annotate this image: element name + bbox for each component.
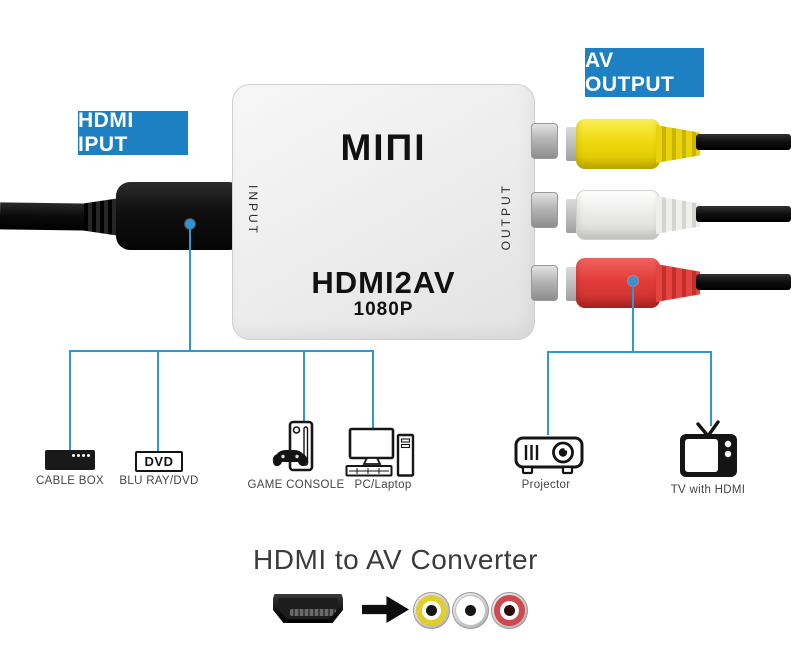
- rca-red-body: [576, 258, 660, 308]
- rca-red-cable: [696, 274, 791, 290]
- hdmi-cable-strain-relief: [84, 198, 120, 236]
- rca-port-yellow-hole: [426, 605, 437, 616]
- cable-box-icon: [45, 450, 95, 470]
- rca-jack-stub-white: [531, 192, 558, 228]
- drop-line-game-console: [303, 350, 305, 421]
- av-output-callout: AV OUTPUT: [585, 48, 704, 97]
- drop-line-blu-ray: [157, 350, 159, 451]
- rca-port-white-icon: [452, 592, 489, 629]
- projector-icon: [514, 436, 584, 475]
- device-resolution-text: 1080P: [353, 299, 414, 320]
- device-model-text: HDMI2AV: [311, 265, 456, 300]
- device-output-port-label: OUTPUT: [499, 183, 513, 251]
- rca-white-tip: [566, 199, 578, 233]
- tv-icon: [680, 420, 737, 477]
- rca-port-red-hole: [504, 605, 515, 616]
- output-marker-dot: [628, 276, 638, 286]
- dvd-player-icon: DVD: [135, 451, 183, 472]
- rca-yellow-cable: [696, 134, 791, 150]
- cable-box-leds: [72, 454, 90, 457]
- rca-red-taper: [656, 264, 700, 302]
- rca-white-body: [576, 190, 660, 240]
- device-input-port-label: INPUT: [246, 185, 260, 236]
- pc-laptop-icon: [345, 427, 415, 477]
- hdmi-input-callout: HDMI IPUT: [78, 109, 188, 156]
- rca-jack-stub-yellow: [531, 123, 558, 159]
- game-console-label: GAME CONSOLE: [247, 479, 345, 491]
- input-marker-dot: [185, 219, 195, 229]
- hdmi-connector-face: [278, 598, 338, 619]
- game-console-icon: [272, 420, 314, 472]
- right-arrow-icon: [362, 596, 409, 623]
- output-tree-horizontal-line: [547, 351, 712, 353]
- tv-label: TV with HDMI: [670, 484, 746, 496]
- device-brand-logo: MIΠI: [340, 127, 427, 168]
- hdmi-cable: [0, 202, 93, 231]
- output-tree-stem-line: [632, 284, 634, 352]
- drop-line-projector: [547, 351, 549, 435]
- converter-device: MIΠI HDMI2AV 1080P INPUT OUTPUT: [232, 84, 535, 340]
- hdmi-plug: [116, 182, 234, 250]
- input-tree-horizontal-line: [69, 350, 374, 352]
- pc-laptop-label: PC/Laptop: [354, 479, 412, 491]
- cable-box-label: CABLE BOX: [36, 475, 104, 487]
- rca-port-red-icon: [491, 592, 528, 629]
- hdmi-connector-icon: [273, 594, 343, 623]
- projector-label: Projector: [521, 479, 571, 491]
- footer-title: HDMI to AV Converter: [253, 544, 538, 575]
- dvd-icon-text: DVD: [144, 454, 174, 469]
- input-tree-stem-line: [189, 229, 191, 351]
- blu-ray-label: BLU RAY/DVD: [119, 475, 199, 487]
- hdmi-connector-pins: [290, 609, 336, 616]
- rca-yellow-taper: [656, 125, 700, 163]
- rca-red-tip: [566, 267, 578, 301]
- rca-port-yellow-icon: [413, 592, 450, 629]
- drop-line-tv: [710, 351, 712, 426]
- rca-white-taper: [656, 196, 700, 234]
- rca-jack-stub-red: [531, 265, 558, 301]
- rca-white-cable: [696, 206, 791, 222]
- rca-yellow-body: [576, 119, 660, 169]
- drop-line-cable-box: [69, 350, 71, 450]
- rca-port-white-hole: [465, 605, 476, 616]
- drop-line-pc-laptop: [372, 350, 374, 428]
- rca-yellow-tip: [566, 127, 578, 161]
